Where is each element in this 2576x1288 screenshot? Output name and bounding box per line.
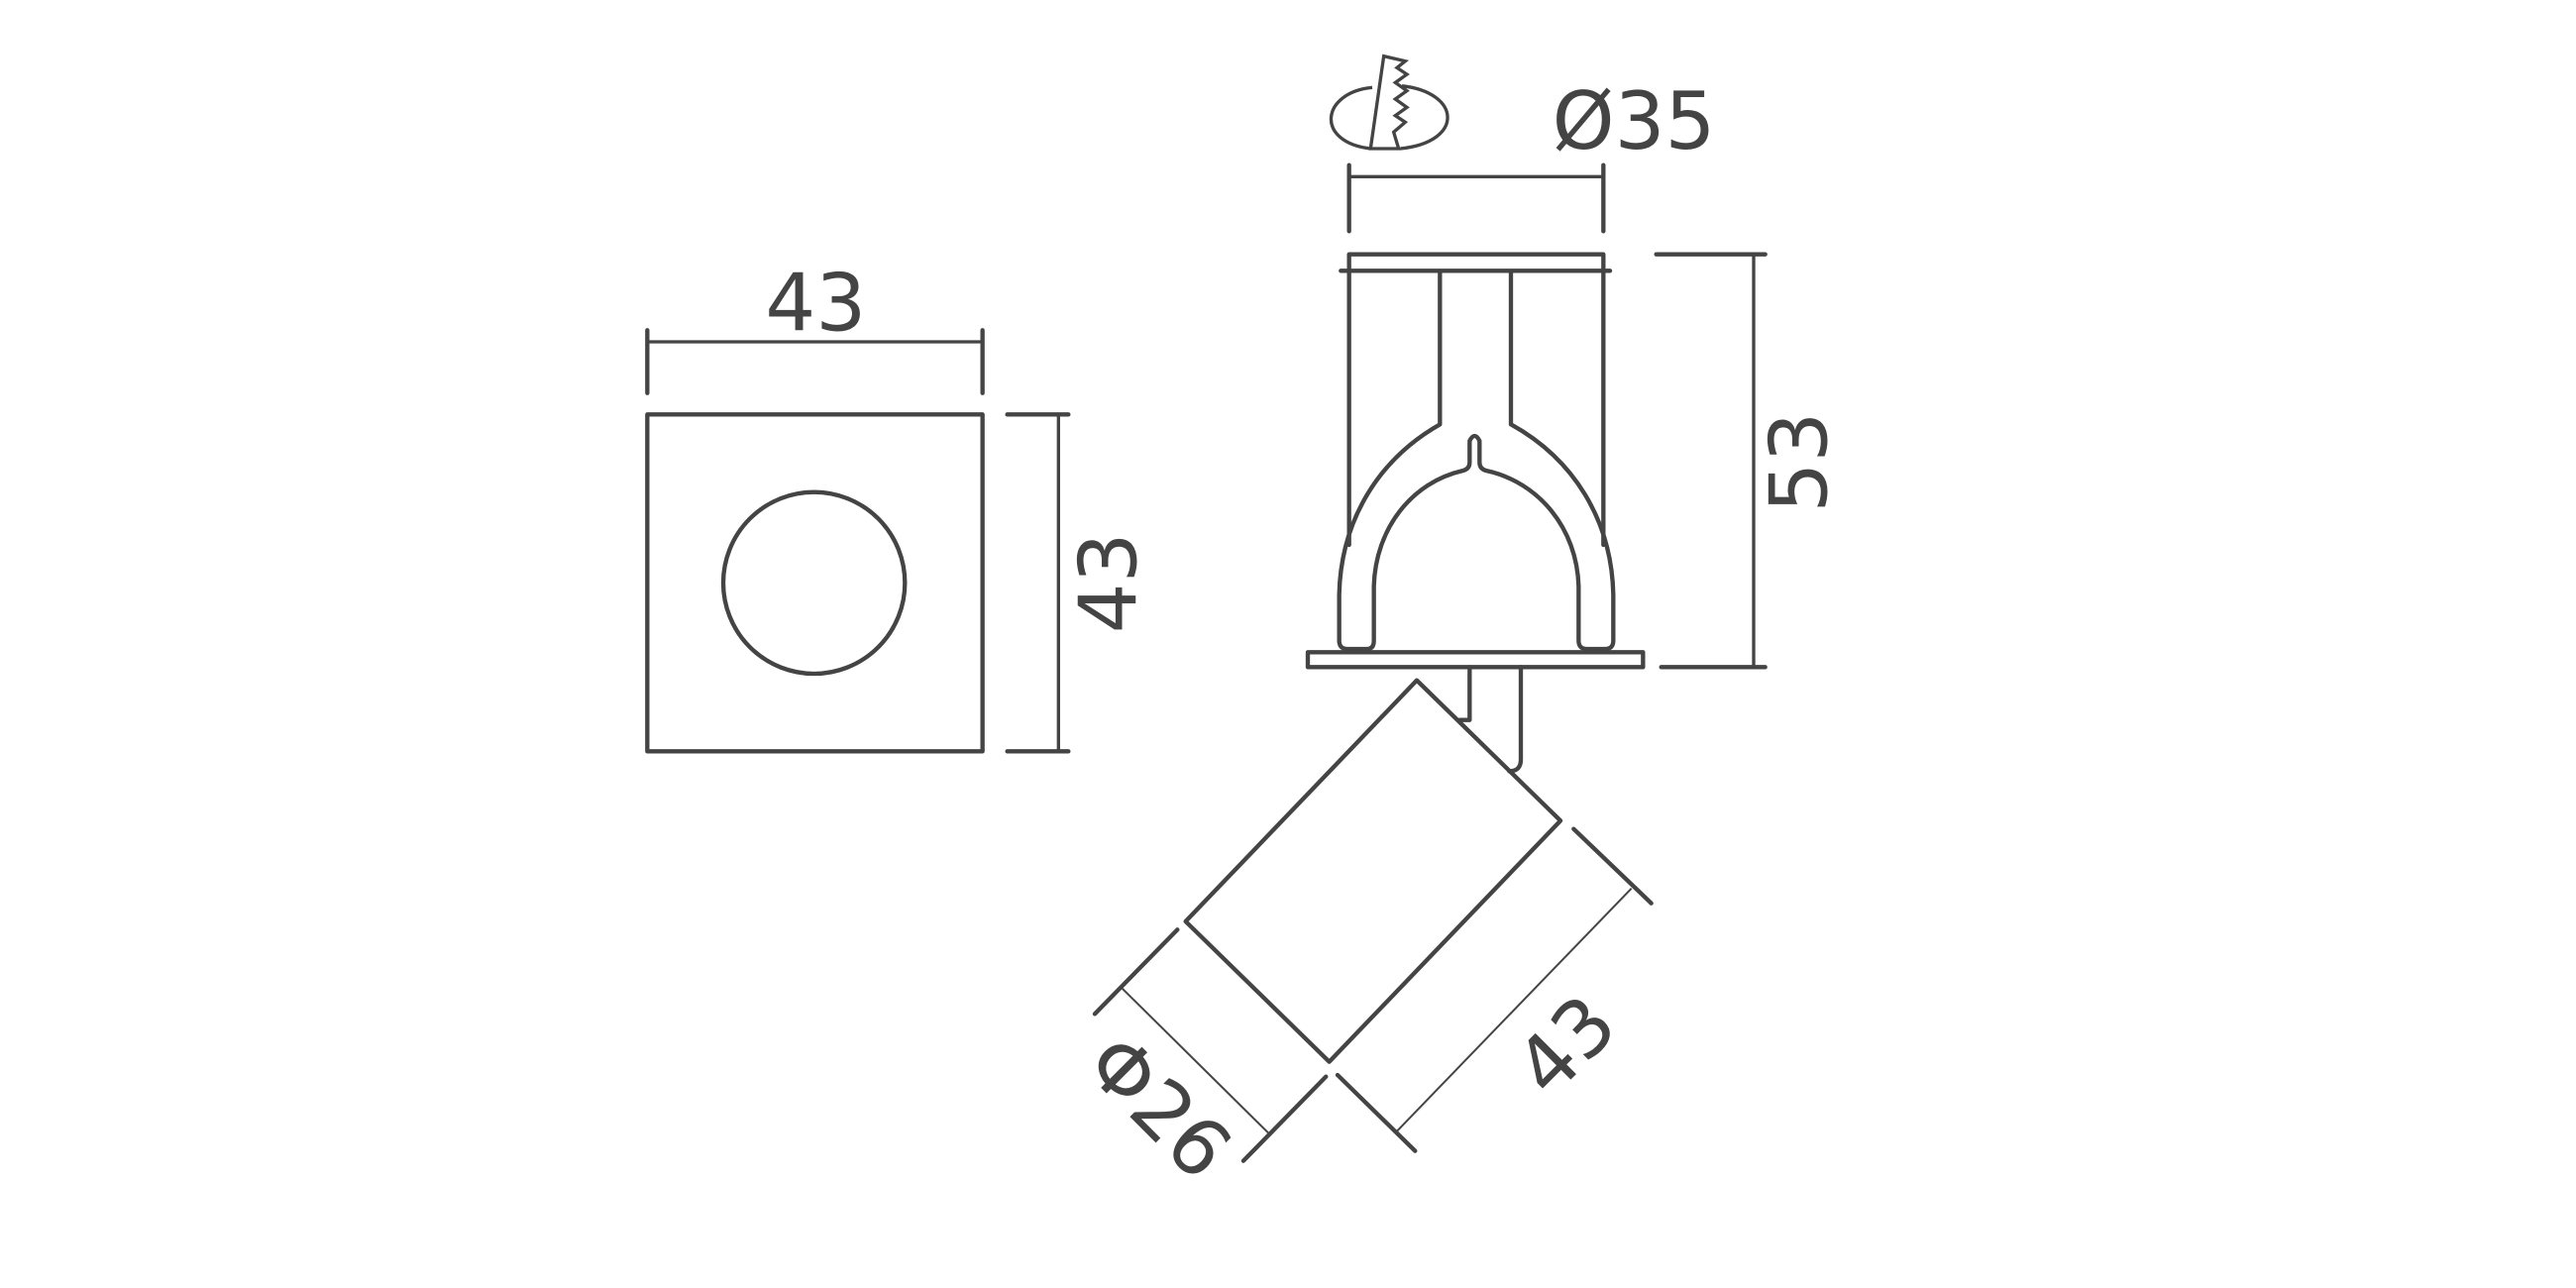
- front-view: 43 43: [645, 257, 1155, 754]
- side-view: Ø35 53: [1305, 54, 1845, 670]
- square-trim: [645, 412, 985, 754]
- head-view: Φ26 43: [1068, 665, 1654, 1197]
- height-dimension: 53: [1654, 252, 1845, 670]
- cutout-symbol-icon: [1329, 54, 1449, 151]
- height-dimension: 43: [1005, 412, 1155, 754]
- width-dimension: 43: [645, 257, 985, 395]
- cutout-dimension: [1346, 162, 1606, 234]
- housing: [1305, 252, 1646, 670]
- width-label: 43: [765, 257, 866, 349]
- cutout-label: Ø35: [1553, 75, 1716, 167]
- spotlight-head: [1183, 678, 1563, 1064]
- height-label: 43: [1063, 532, 1155, 633]
- length-dimension: 43: [1335, 826, 1654, 1153]
- lens-circle: [720, 489, 908, 677]
- length-label: 43: [1498, 978, 1635, 1115]
- base-plate: [1305, 650, 1646, 670]
- diameter-label: Φ26: [1068, 1017, 1248, 1197]
- diameter-dimension: Φ26: [1068, 927, 1329, 1197]
- height-label: 53: [1753, 412, 1845, 513]
